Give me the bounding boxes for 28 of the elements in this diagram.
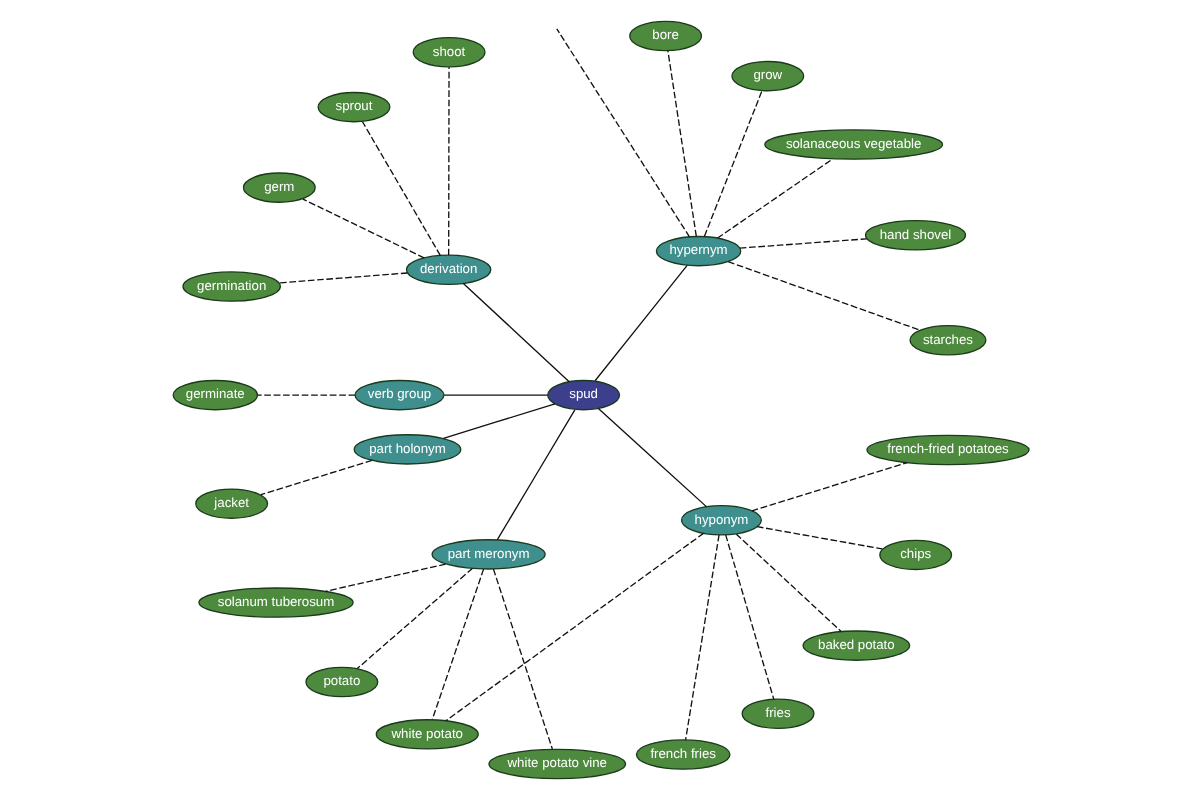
connector xyxy=(702,90,762,237)
connector xyxy=(755,525,882,550)
connector xyxy=(447,66,449,256)
connector xyxy=(596,407,707,508)
connector xyxy=(444,532,704,722)
connector xyxy=(726,261,920,331)
connector xyxy=(301,198,424,259)
connector xyxy=(734,533,841,632)
connector xyxy=(430,568,484,721)
connector xyxy=(360,121,440,257)
connector xyxy=(495,409,575,541)
connector xyxy=(441,403,555,439)
connector xyxy=(750,462,907,512)
connector xyxy=(324,563,446,592)
connector xyxy=(593,264,687,382)
connector xyxy=(666,50,696,237)
connector xyxy=(715,158,833,239)
connector xyxy=(461,282,569,383)
connector xyxy=(255,394,355,396)
connector xyxy=(491,568,553,750)
connector xyxy=(259,459,372,496)
connector xyxy=(724,534,774,700)
connector xyxy=(555,28,690,238)
connector xyxy=(683,534,719,741)
connector xyxy=(738,238,867,249)
connector xyxy=(355,567,472,670)
connector xyxy=(442,394,548,396)
connector xyxy=(277,272,407,284)
